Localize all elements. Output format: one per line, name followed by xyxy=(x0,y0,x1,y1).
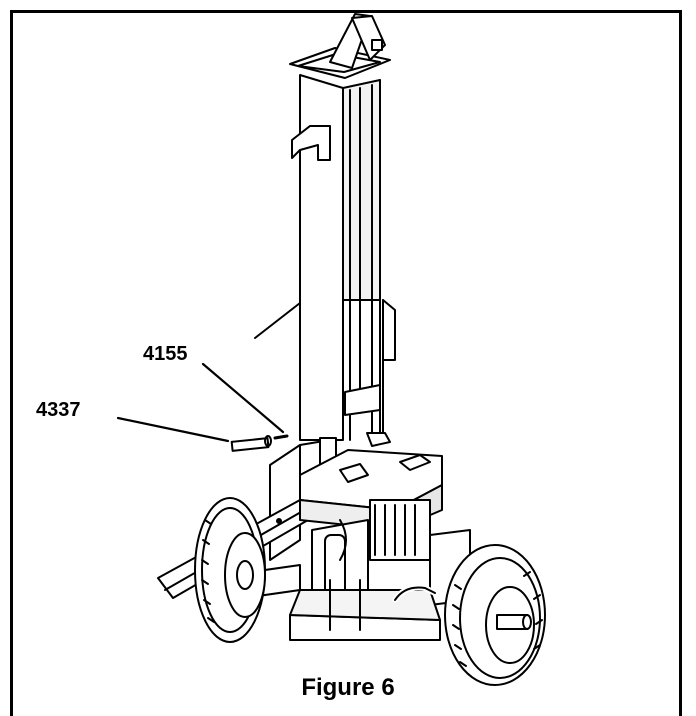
figure-frame xyxy=(10,10,682,716)
part-number-callout: 4337 xyxy=(36,399,81,421)
rod xyxy=(254,302,301,339)
hitch-pin xyxy=(230,435,272,452)
clip-pin xyxy=(273,434,289,440)
top-yoke xyxy=(289,13,391,79)
right-wheel xyxy=(444,544,546,686)
vertical-beam xyxy=(299,74,396,441)
figure-caption: Figure 6 xyxy=(301,674,395,701)
leader-line-4155 xyxy=(201,362,285,434)
part-number-callout: 4155 xyxy=(143,343,188,365)
left-wheel xyxy=(194,497,266,643)
engine xyxy=(299,449,471,606)
wedge xyxy=(291,125,331,161)
leader-line-4337 xyxy=(116,416,230,443)
mid-bracket xyxy=(344,384,391,447)
